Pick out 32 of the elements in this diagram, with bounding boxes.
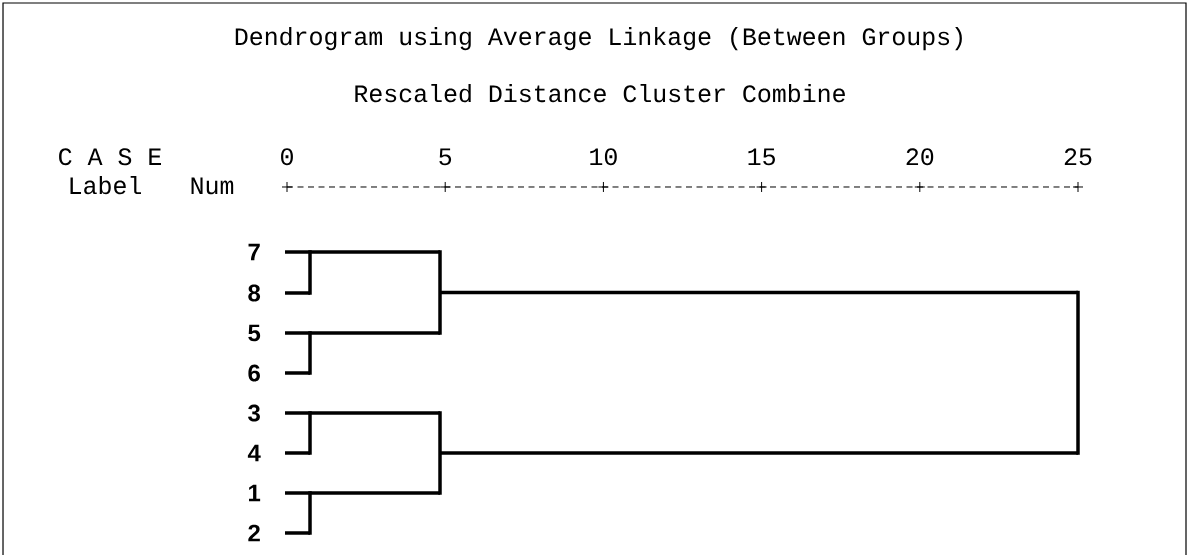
scale-number: 25 (1064, 148, 1092, 166)
case-number: 4 (247, 444, 261, 462)
case-number: 8 (248, 284, 261, 302)
case-number: 5 (248, 324, 261, 342)
case-number: 3 (248, 404, 260, 422)
case-number: 1 (249, 484, 261, 502)
scale-number: 0 (281, 148, 293, 166)
branch-line (285, 250, 440, 254)
title: Dendrogram using Average Linkage (Between Groups) (235, 26, 962, 51)
branch-line (440, 451, 1078, 455)
column-header: Num (191, 177, 234, 195)
axis-title: Rescaled Distance Cluster Combine (355, 83, 845, 103)
branch-line (285, 291, 310, 295)
branch-line (285, 451, 310, 455)
branch-line (285, 491, 440, 495)
branch-line (285, 371, 310, 375)
case-number: 7 (248, 243, 260, 261)
scale-number: 5 (439, 148, 452, 166)
column-header: C A S E (59, 148, 161, 166)
case-number: 2 (248, 524, 260, 542)
branch-line (440, 290, 1078, 295)
branch-bar (438, 250, 442, 335)
branch-bar (1076, 290, 1080, 455)
branch-bar (438, 411, 442, 495)
column-header: Label (70, 175, 141, 195)
scale-number: 10 (590, 148, 617, 166)
scale-number: 15 (748, 148, 775, 166)
branch-line (285, 411, 440, 415)
branch-line (285, 531, 310, 535)
case-number: 6 (248, 364, 260, 382)
scale-number: 20 (906, 148, 934, 166)
branch-line (285, 331, 440, 335)
